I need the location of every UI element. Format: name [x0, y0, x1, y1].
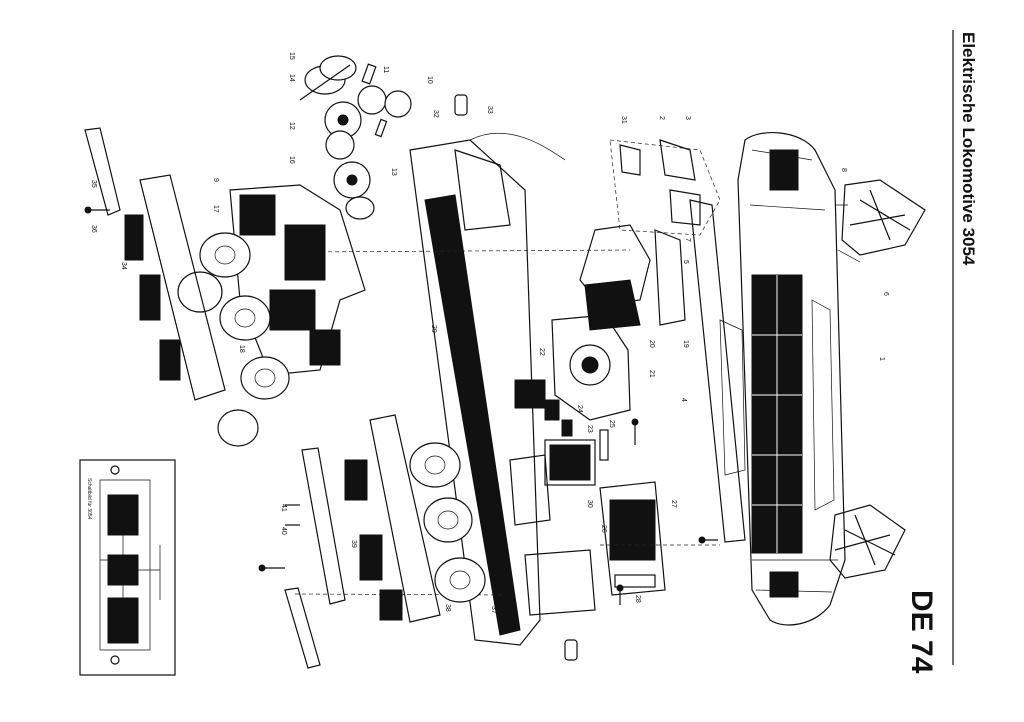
upper-bogie-wheels — [177, 232, 290, 447]
callout-27: 27 — [670, 500, 677, 508]
callout-15: 15 — [288, 52, 295, 60]
circuit-board — [544, 429, 609, 486]
callout-11: 11 — [382, 66, 389, 73]
callout-32: 32 — [432, 110, 439, 118]
callout-26: 26 — [600, 525, 607, 533]
document-title: Elektrische Lokomotive 3054 — [959, 32, 978, 266]
callout-12: 12 — [288, 122, 295, 130]
callout-40: 40 — [280, 527, 287, 535]
upper-bogie-frame — [229, 184, 366, 376]
callout-22: 22 — [538, 348, 545, 356]
callout-10: 10 — [426, 76, 433, 84]
callout-33: 33 — [486, 106, 493, 114]
motor-housing — [599, 481, 666, 596]
callout-31: 31 — [620, 116, 627, 124]
callout-30: 30 — [586, 500, 593, 508]
inset-label: Schaltbild für 3054 — [86, 478, 92, 520]
callout-14: 14 — [288, 74, 295, 82]
glazing-parts — [609, 139, 721, 236]
callout-7: 7 — [684, 238, 691, 242]
callout-20: 20 — [648, 340, 655, 348]
locomotive-body-shell — [737, 131, 846, 626]
callout-41: 41 — [280, 504, 287, 512]
callout-3: 3 — [684, 116, 691, 120]
callout-29: 29 — [430, 325, 437, 333]
document-code: DE 74 — [905, 590, 938, 674]
pantograph-rear — [829, 504, 906, 579]
callout-4: 4 — [680, 398, 687, 402]
callout-6: 6 — [882, 292, 889, 296]
gear-train — [299, 55, 412, 220]
callout-36: 36 — [90, 225, 97, 233]
callout-19: 19 — [682, 340, 689, 348]
callout-38: 38 — [444, 604, 451, 612]
chassis-frame — [409, 133, 596, 646]
roof-insulator-strip — [689, 199, 746, 543]
callout-2: 2 — [658, 116, 665, 120]
callout-21: 21 — [648, 370, 655, 378]
callout-16: 16 — [288, 156, 295, 164]
callout-17: 17 — [212, 205, 219, 213]
lower-bogie-wheels — [409, 442, 486, 603]
pantograph-front — [835, 179, 926, 263]
callout-9: 9 — [212, 178, 219, 182]
callout-37: 37 — [490, 606, 497, 614]
callout-1: 1 — [878, 357, 885, 361]
callout-24: 24 — [576, 405, 583, 413]
wiring-schematic-inset: Schaltbild für 3054 — [79, 459, 176, 676]
lower-bogie-frame — [284, 414, 441, 669]
callout-39: 39 — [350, 540, 357, 548]
callout-18: 18 — [238, 345, 245, 353]
motor-assembly — [544, 224, 686, 437]
callout-25: 25 — [608, 420, 615, 428]
callout-35: 35 — [90, 180, 97, 188]
callout-13: 13 — [390, 168, 397, 176]
callout-34: 34 — [120, 262, 127, 270]
callout-labels: 1 2 3 4 5 6 7 8 9 10 11 12 13 14 15 16 1… — [90, 52, 889, 614]
screws — [84, 94, 718, 661]
callout-5: 5 — [682, 260, 689, 264]
callout-28: 28 — [634, 595, 641, 603]
upper-bogie-sideframe — [84, 127, 226, 401]
callout-23: 23 — [586, 425, 593, 433]
guide-line-upper — [299, 249, 631, 253]
callout-8: 8 — [840, 168, 847, 172]
